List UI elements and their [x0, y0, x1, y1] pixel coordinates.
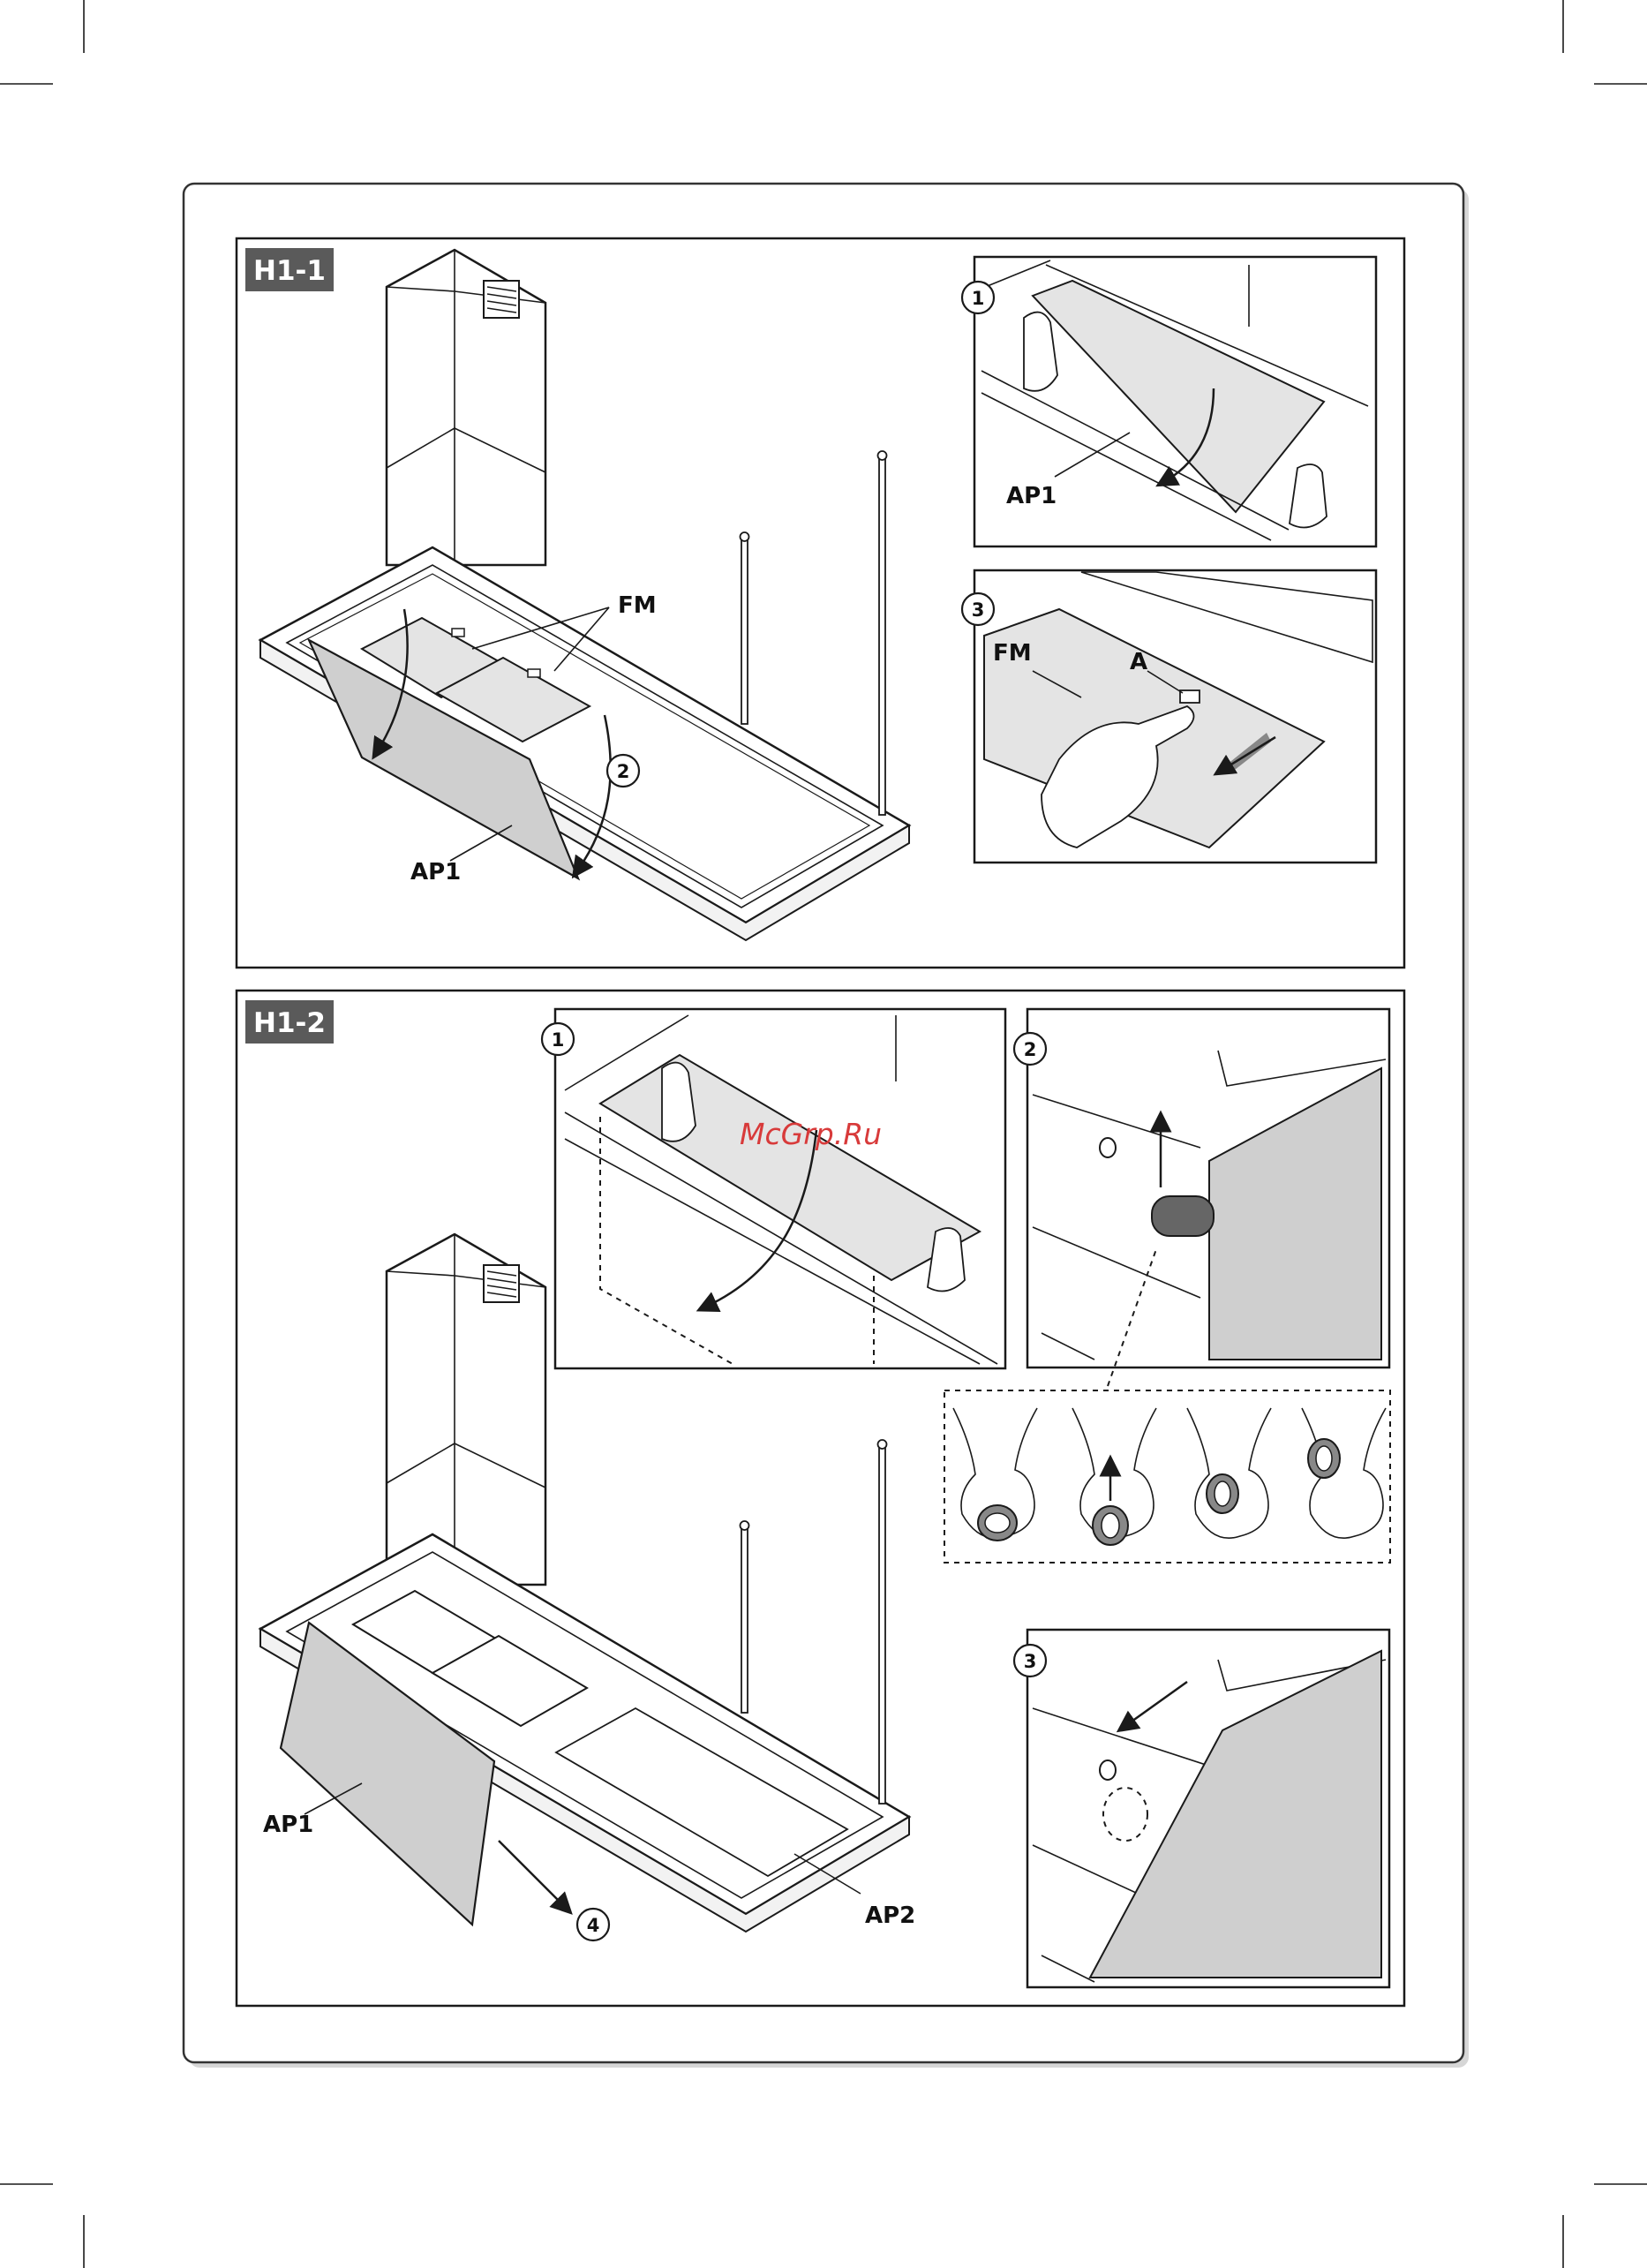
label-ap1: AP1 [263, 1812, 313, 1838]
label-ap1: AP1 [410, 859, 461, 885]
svg-text:2: 2 [617, 761, 630, 782]
svg-text:4: 4 [587, 1915, 600, 1936]
inset3-label-a: A [1130, 649, 1147, 675]
section-tag: H1-2 [253, 1007, 326, 1039]
section-tag: H1-1 [253, 255, 326, 287]
vent-grille-icon [484, 281, 519, 318]
inset1-label-ap1: AP1 [1006, 483, 1057, 509]
svg-text:3: 3 [1024, 1651, 1037, 1672]
inset3-label-fm: FM [993, 640, 1032, 667]
hood-chimney [387, 250, 545, 565]
svg-text:1: 1 [552, 1029, 565, 1051]
step-2-badge: 2 [607, 755, 639, 787]
hood-chimney [387, 1234, 545, 1585]
watermark: McGrp.Ru [740, 1117, 882, 1151]
svg-text:2: 2 [1024, 1039, 1037, 1060]
svg-text:3: 3 [972, 599, 985, 621]
svg-text:1: 1 [972, 288, 985, 309]
vent-grille-icon [484, 1265, 519, 1302]
step-4-badge: 4 [577, 1909, 609, 1940]
label-fm: FM [618, 592, 657, 619]
label-ap2: AP2 [865, 1903, 915, 1929]
